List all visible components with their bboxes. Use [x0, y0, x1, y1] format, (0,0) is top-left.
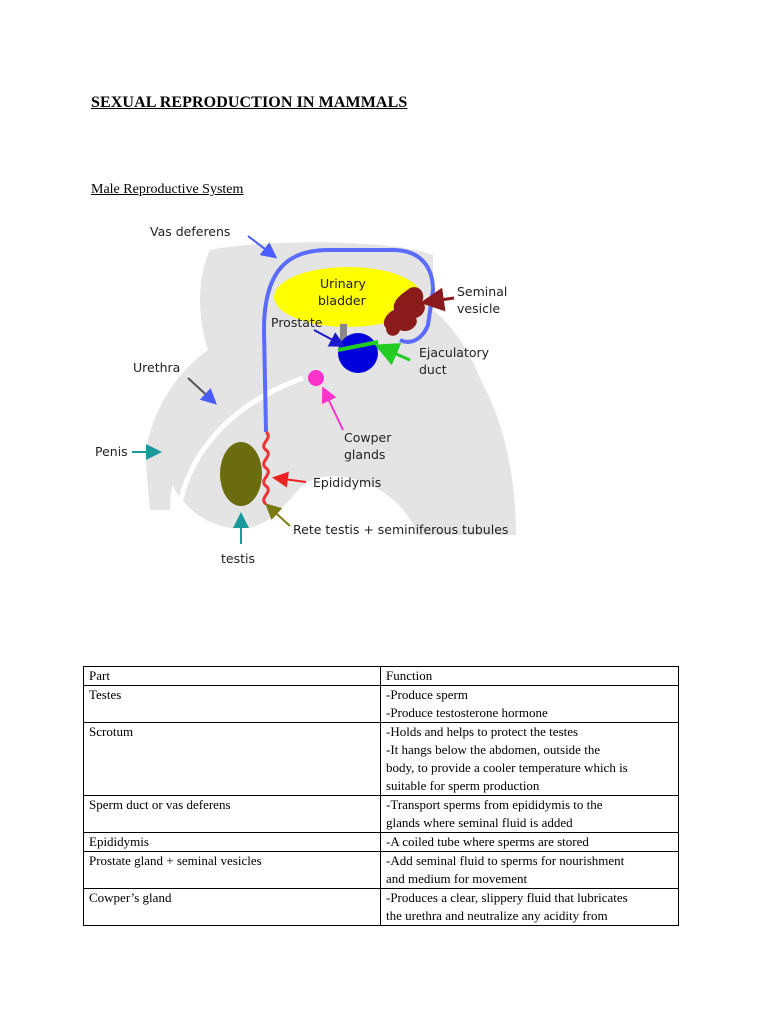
header-part: Part — [83, 666, 381, 686]
label-penis: Penis — [95, 444, 128, 459]
function-line: -Produce sperm — [386, 687, 468, 702]
table-row: Prostate gland + seminal vesicles -Add se… — [83, 851, 679, 889]
label-seminal-vesicle-1: Seminal — [457, 284, 507, 299]
table-cell-function: -Holds and helps to protect the testes -I… — [380, 722, 679, 796]
label-urinary-bladder-1: Urinary — [320, 276, 366, 291]
ejaculatory-duct-line — [337, 340, 379, 352]
label-epididymis: Epididymis — [313, 475, 381, 490]
table-cell-function: -Add seminal fluid to sperms for nourish… — [380, 851, 679, 889]
cowper-gland — [308, 370, 324, 386]
prostate-gland — [338, 333, 378, 373]
function-line: -It hangs below the abdomen, outside the — [386, 742, 601, 757]
male-reproductive-diagram: Vas deferens Urinary bladder Seminal ves… — [95, 224, 516, 566]
header-function: Function — [380, 666, 679, 686]
penis-shape — [146, 372, 310, 510]
function-line: glands where seminal fluid is added — [386, 815, 573, 830]
arrow-cowper — [321, 386, 344, 431]
function-line: body, to provide a cooler temperature wh… — [386, 760, 628, 775]
table-cell-function: -A coiled tube where sperms are stored — [380, 832, 679, 852]
label-cowper-glands-1: Cowper — [344, 430, 392, 445]
function-line: suitable for sperm production — [386, 778, 540, 793]
function-line: -A coiled tube where sperms are stored — [386, 834, 589, 849]
function-line: -Produces a clear, slippery fluid that l… — [386, 890, 628, 905]
label-testis: testis — [221, 551, 255, 566]
table-row: Scrotum-Holds and helps to protect the t… — [83, 722, 679, 796]
function-line: -Holds and helps to protect the testes — [386, 724, 579, 739]
page-title: SEXUAL REPRODUCTION IN MAMMALS — [91, 94, 408, 111]
vas-deferens-tube — [261, 248, 436, 433]
table-cell-part: Prostate gland + seminal vesicles — [83, 851, 381, 889]
table-row: Epididymis -A coiled tube where sperms ar… — [83, 832, 679, 852]
testis-shape — [220, 442, 262, 506]
arrow-prostate — [313, 329, 346, 347]
arrow-urethra — [187, 377, 217, 405]
table-cell-part: Cowper’s gland — [83, 888, 381, 926]
table-cell-function: -Produce sperm -Produce testosterone horm… — [380, 685, 679, 723]
label-vas-deferens: Vas deferens — [150, 224, 230, 239]
urinary-bladder — [274, 267, 422, 327]
label-rete-testis: Rete testis + seminiferous tubules — [293, 522, 508, 537]
seminal-vesicle — [383, 287, 425, 336]
function-line: -Add seminal fluid to sperms for nourish… — [386, 853, 625, 868]
label-cowper-glands-2: glands — [344, 447, 385, 462]
table-header-row: Part Function — [83, 666, 679, 686]
section-subtitle: Male Reproductive System — [91, 182, 244, 197]
label-seminal-vesicle-2: vesicle — [457, 301, 500, 316]
function-line: the urethra and neutralize any acidity f… — [386, 908, 608, 923]
table-cell-part: Testes — [83, 685, 381, 723]
table-cell-part: Sperm duct or vas deferens — [83, 795, 381, 833]
function-table: Part Function Testes-Produce sperm-Produ… — [83, 666, 679, 926]
label-prostate: Prostate — [271, 315, 323, 330]
function-line: -Transport sperms from epididymis to the — [386, 797, 603, 812]
arrow-ejaculatory-duct — [374, 343, 411, 366]
urethra-tube — [173, 375, 304, 541]
table-cell-function: -Transport sperms from epididymis to the… — [380, 795, 679, 833]
epididymis-coil — [262, 430, 270, 506]
label-ejaculatory-duct-1: Ejaculatory — [419, 345, 490, 360]
arrow-rete-testis — [265, 503, 291, 527]
table-cell-function: -Produces a clear, slippery fluid that l… — [380, 888, 679, 926]
function-line: and medium for movement — [386, 871, 528, 886]
arrow-vas-deferens — [247, 235, 278, 259]
label-urethra: Urethra — [133, 360, 180, 375]
arrow-seminal-vesicle — [420, 287, 455, 312]
table-cell-part: Epididymis — [83, 832, 381, 852]
table-row: Testes -Produce sperm -Produce testosteron… — [83, 685, 679, 723]
arrow-epididymis — [272, 471, 307, 488]
label-ejaculatory-duct-2: duct — [419, 362, 447, 377]
table-row: Cowper’s gland -Produces a clear, slipper… — [83, 888, 679, 926]
function-line: -Produce testosterone hormone — [386, 705, 548, 720]
table-cell-part: Scrotum — [83, 722, 381, 796]
label-urinary-bladder-2: bladder — [318, 293, 367, 308]
table-row: Sperm duct or vas deferens-Transport spe… — [83, 795, 679, 833]
